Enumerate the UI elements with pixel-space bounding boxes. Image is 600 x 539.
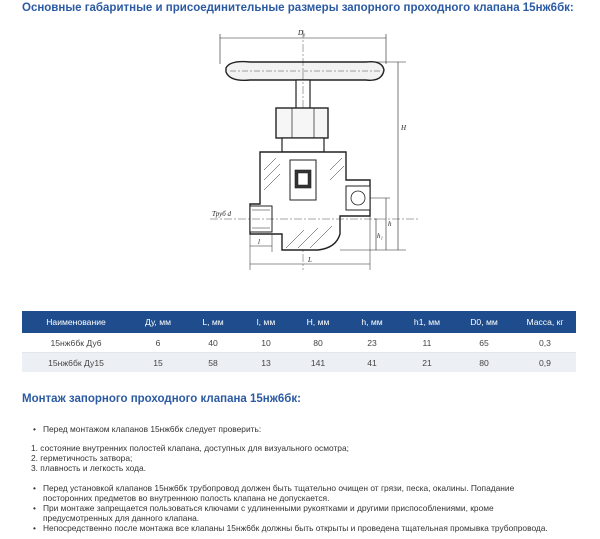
- notes-list: Перед установкой клапанов 15нж6бк трубоп…: [31, 483, 548, 533]
- note-item: При монтаже запрещается пользоваться клю…: [31, 503, 548, 513]
- table-cell: 65: [454, 333, 514, 353]
- table-cell: 21: [400, 352, 454, 372]
- note-item-continued: предусмотренных для данного клапана.: [43, 513, 200, 523]
- valve-drawing: D₀ H h h₁ Труб d l L: [190, 20, 420, 280]
- header-mass: Масса, кг: [514, 311, 576, 333]
- table-cell: 40: [186, 333, 240, 353]
- table-cell: 0,9: [514, 352, 576, 372]
- header-h: h, мм: [344, 311, 400, 333]
- note-item-continued: посторонних предметов во внутреннюю поло…: [43, 493, 330, 503]
- checks-list: 1. состояние внутренних полостей клапана…: [31, 443, 349, 473]
- label-d0: D₀: [297, 29, 306, 37]
- check-item: 1. состояние внутренних полостей клапана…: [31, 443, 349, 453]
- section-title-dimensions: Основные габаритные и присоединительные …: [22, 2, 574, 14]
- check-item: 2. герметичность затвора;: [31, 453, 133, 463]
- section-title-installation: Монтаж запорного проходного клапана 15нж…: [22, 393, 301, 405]
- table-cell: 11: [400, 333, 454, 353]
- table-cell: 13: [240, 352, 292, 372]
- label-thread: Труб d: [212, 210, 232, 218]
- label-h-total: H: [400, 124, 407, 132]
- header-h1: h1, мм: [400, 311, 454, 333]
- dimensions-table: Наименование Ду, мм L, мм l, мм H, мм h,…: [22, 311, 576, 372]
- label-l-big: L: [307, 256, 312, 264]
- table-cell: 6: [130, 333, 186, 353]
- table-cell: 0,3: [514, 333, 576, 353]
- label-h1: h₁: [377, 232, 383, 240]
- table-row: 15нж6бк Ду6 6 40 10 80 23 11 65 0,3: [22, 333, 576, 353]
- table-cell: 141: [292, 352, 344, 372]
- header-name: Наименование: [22, 311, 130, 333]
- header-d0: D0, мм: [454, 311, 514, 333]
- intro-item: Перед монтажом клапанов 15нж6бк следует …: [31, 424, 261, 434]
- table-cell: 80: [292, 333, 344, 353]
- valve-drawing-svg: D₀ H h h₁ Труб d l L: [210, 29, 420, 270]
- intro-list: Перед монтажом клапанов 15нж6бк следует …: [31, 424, 261, 434]
- header-l: l, мм: [240, 311, 292, 333]
- header-H: H, мм: [292, 311, 344, 333]
- table-cell: 58: [186, 352, 240, 372]
- note-item: Перед установкой клапанов 15нж6бк трубоп…: [31, 483, 548, 493]
- label-h: h: [388, 220, 392, 228]
- table-row: 15нж6бк Ду15 15 58 13 141 41 21 80 0,9: [22, 352, 576, 372]
- header-L: L, мм: [186, 311, 240, 333]
- label-l-small: l: [258, 238, 260, 246]
- check-item: 3. плавность и легкость хода.: [31, 463, 147, 473]
- table-cell: 15: [130, 352, 186, 372]
- table-cell: 41: [344, 352, 400, 372]
- header-du: Ду, мм: [130, 311, 186, 333]
- note-item: Непосредственно после монтажа все клапан…: [31, 523, 548, 533]
- table-cell: 10: [240, 333, 292, 353]
- table-cell: 23: [344, 333, 400, 353]
- table-cell: 15нж6бк Ду15: [22, 352, 130, 372]
- table-header-row: Наименование Ду, мм L, мм l, мм H, мм h,…: [22, 311, 576, 333]
- table-cell: 15нж6бк Ду6: [22, 333, 130, 353]
- table-cell: 80: [454, 352, 514, 372]
